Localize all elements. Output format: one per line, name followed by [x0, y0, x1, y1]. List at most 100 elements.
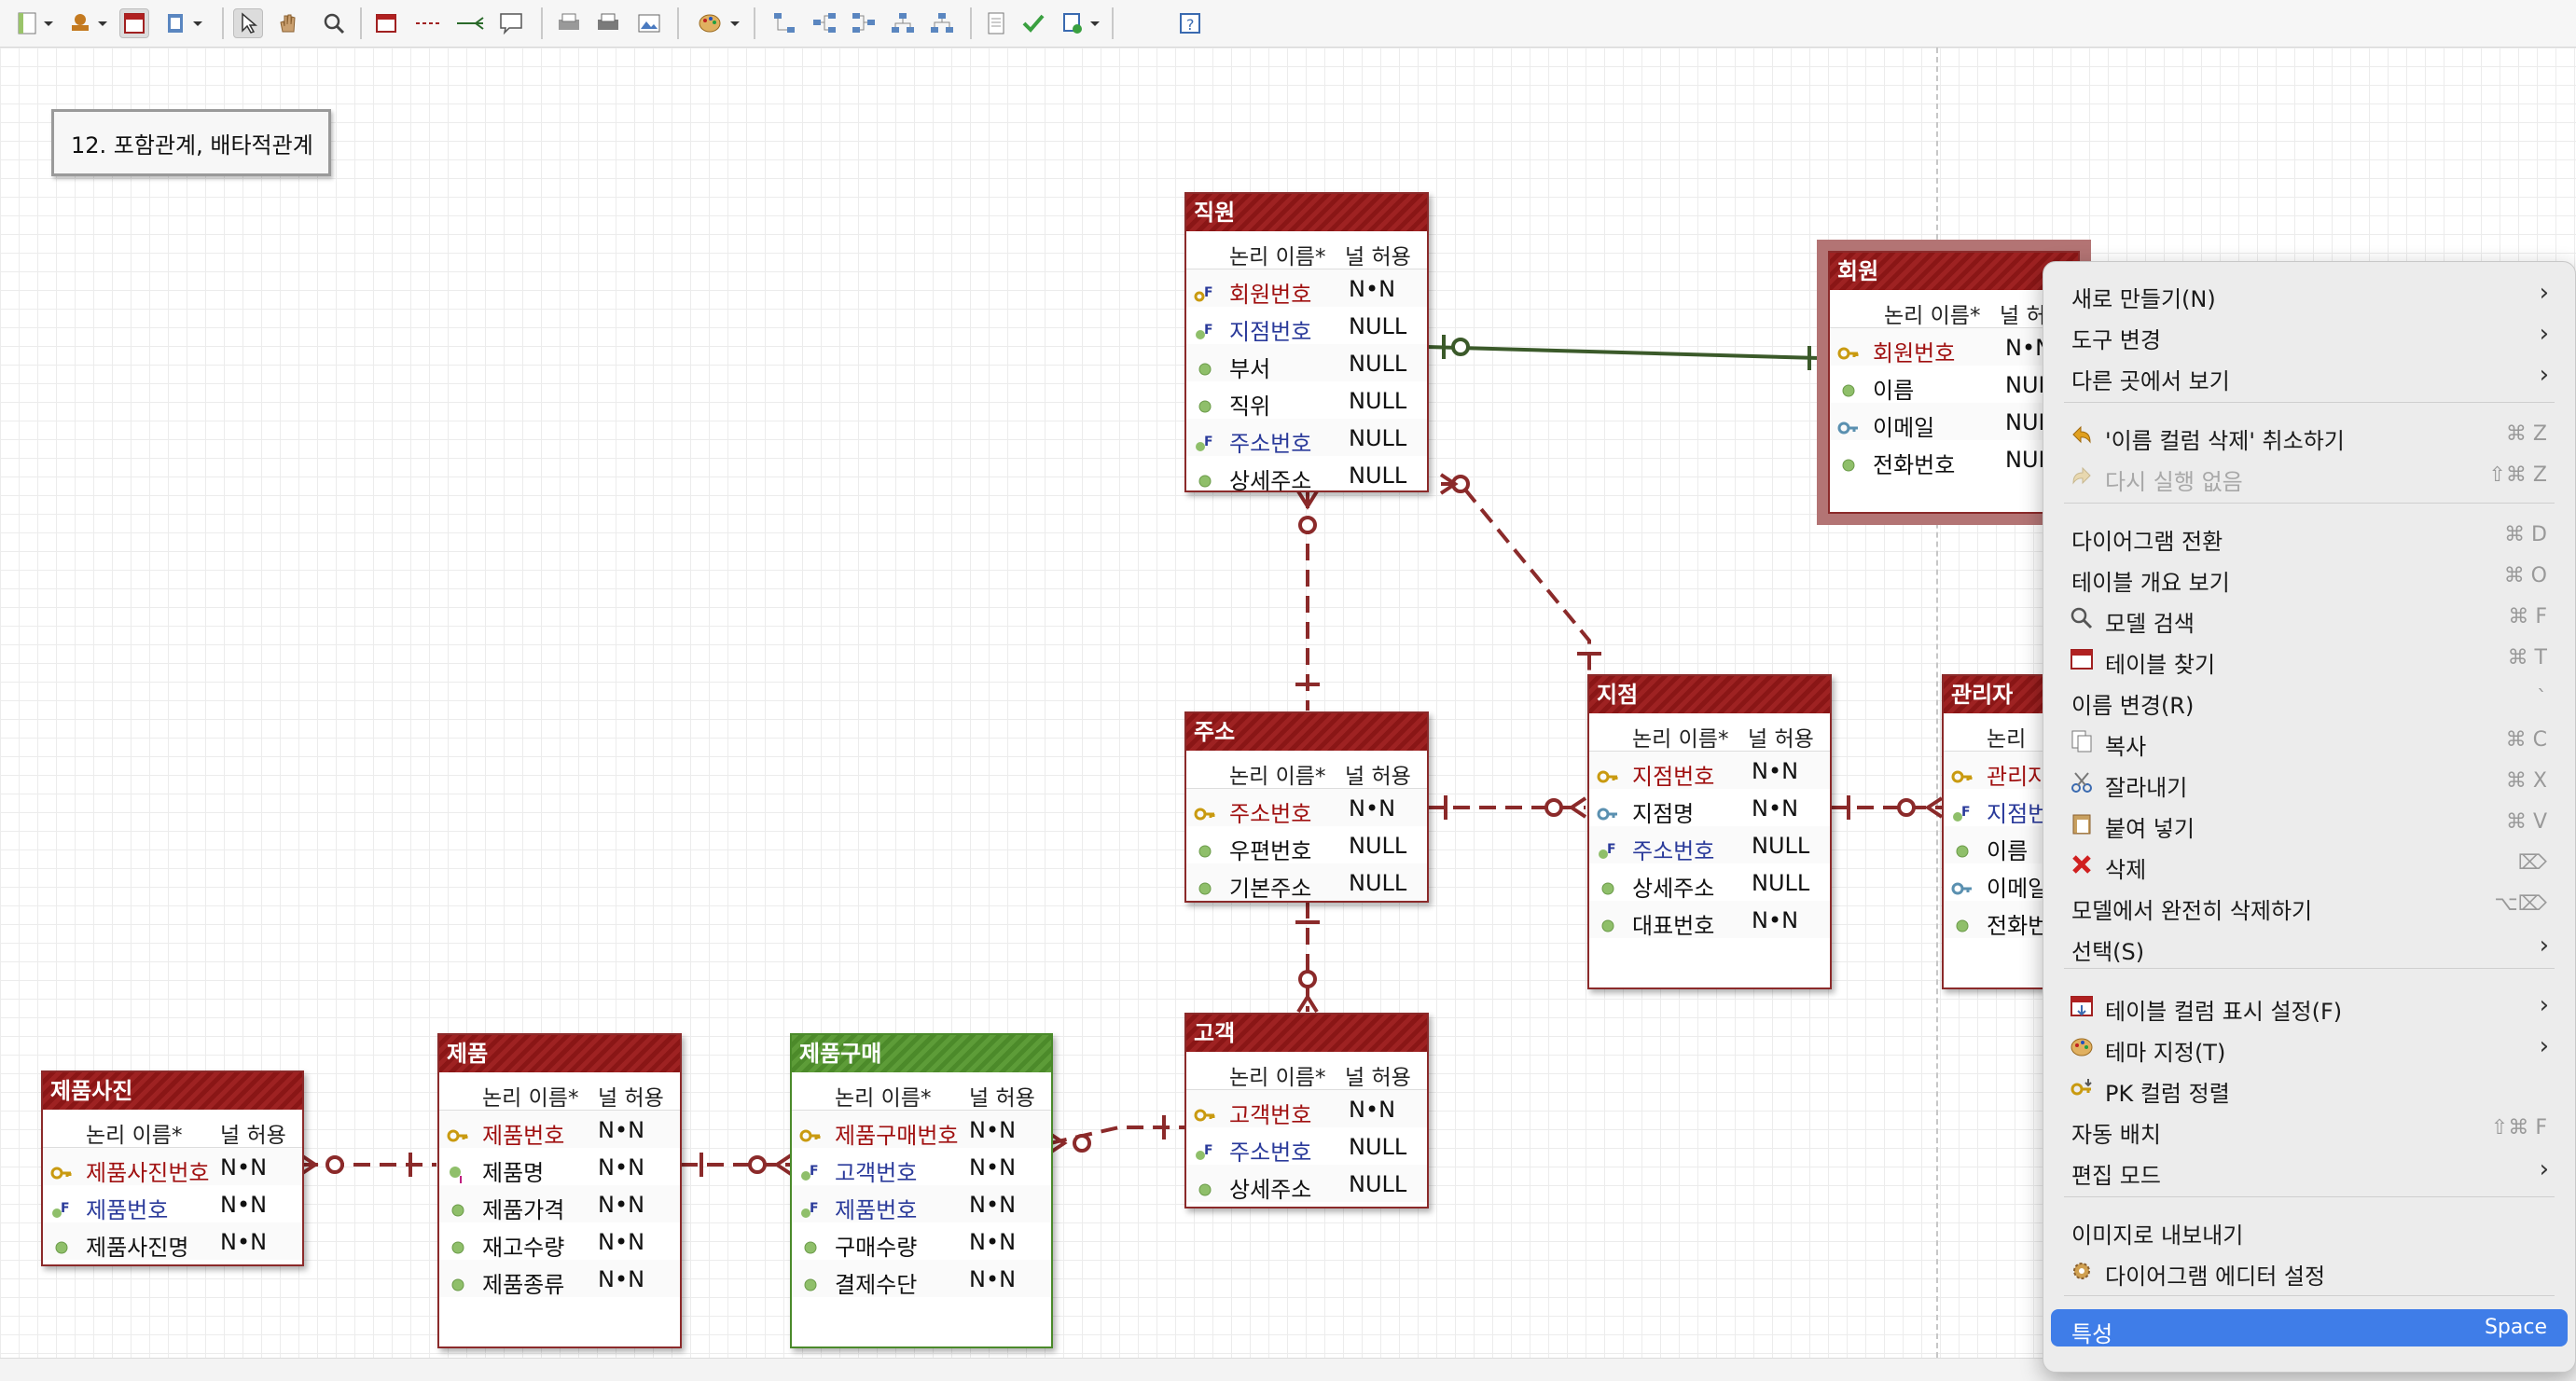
entity-row[interactable]: 이름	[1944, 826, 2043, 864]
relation-arrow-icon[interactable]	[455, 8, 485, 38]
menu-item-23[interactable]: 다이어그램 에디터 설정	[2051, 1251, 2568, 1290]
menu-item-6[interactable]: 다이어그램 전환⌘ D	[2051, 517, 2568, 555]
hand-icon[interactable]	[272, 8, 302, 38]
dropdown-arrow[interactable]	[727, 8, 742, 38]
entity-title[interactable]: 직원	[1186, 194, 1427, 231]
layout-3-icon[interactable]	[849, 8, 879, 38]
entity-title[interactable]: 제품구매	[792, 1035, 1051, 1072]
menu-item-14[interactable]: 삭제⌦	[2051, 845, 2568, 883]
document-icon[interactable]	[981, 8, 1011, 38]
menu-item-18[interactable]: 테마 지정(T)›	[2051, 1028, 2568, 1066]
menu-item-22[interactable]: 이미지로 내보내기	[2051, 1210, 2568, 1249]
menu-item-17[interactable]: 테이블 컬럼 표시 설정(F)›	[2051, 987, 2568, 1025]
theme-palette-icon[interactable]	[696, 8, 726, 38]
new-table-icon[interactable]	[371, 8, 401, 38]
menu-item-19[interactable]: PK 컬럼 정렬	[2051, 1069, 2568, 1107]
entity-row[interactable]: 관리자	[1944, 752, 2048, 790]
entity-title[interactable]: 제품사진	[43, 1072, 302, 1110]
menu-item-2[interactable]: 도구 변경›	[2051, 315, 2568, 353]
print-preview-icon[interactable]	[554, 8, 584, 38]
print-icon[interactable]	[593, 8, 623, 38]
entity-title[interactable]: 제품	[439, 1035, 680, 1072]
menu-item-13[interactable]: 붙여 넣기⌘ V	[2051, 804, 2568, 842]
entity-title[interactable]: 회원	[1830, 253, 2078, 290]
clipboard-icon[interactable]	[160, 8, 190, 38]
comment-icon[interactable]	[496, 8, 526, 38]
dropdown-arrow[interactable]	[1087, 8, 1102, 38]
menu-item-1[interactable]: 새로 만들기(N)›	[2051, 274, 2568, 312]
layout-2-icon[interactable]	[810, 8, 839, 38]
dropdown-arrow[interactable]	[95, 8, 110, 38]
dropdown-arrow[interactable]	[190, 8, 205, 38]
menu-item-16[interactable]: 선택(S)›	[2051, 927, 2568, 965]
zoom-icon[interactable]	[319, 8, 349, 38]
help-icon[interactable]: ?	[1175, 8, 1205, 38]
entity-row[interactable]: 전화번	[1944, 901, 2048, 939]
menu-item-5[interactable]: 다시 실행 없음⇧⌘ Z	[2051, 457, 2568, 495]
menu-item-20[interactable]: 자동 배치⇧⌘ F	[2051, 1110, 2568, 1148]
menu-item-12[interactable]: 잘라내기⌘ X	[2051, 763, 2568, 801]
export-icon[interactable]	[1058, 8, 1087, 38]
menu-item-7[interactable]: 테이블 개요 보기⌘ O	[2051, 558, 2568, 596]
diagram-note[interactable]: 12. 포함관계, 배타적관계	[51, 109, 331, 176]
entity-title[interactable]: 주소	[1186, 713, 1427, 751]
new-diagram-icon[interactable]	[13, 8, 43, 38]
menu-item-21[interactable]: 편집 모드›	[2051, 1151, 2568, 1189]
dropdown-arrow[interactable]	[41, 8, 56, 38]
entity-row[interactable]: 이메일	[1944, 863, 2048, 902]
menu-item-4[interactable]: '이름 컬럼 삭제' 취소하기⌘ Z	[2051, 416, 2568, 454]
stamp-icon[interactable]	[65, 8, 95, 38]
menu-item-9[interactable]: 테이블 찾기⌘ T	[2051, 640, 2568, 678]
layout-1-icon[interactable]	[770, 8, 800, 38]
relation-icon[interactable]	[414, 8, 444, 38]
menu-item-8[interactable]: 모델 검색⌘ F	[2051, 599, 2568, 637]
select-pointer-icon[interactable]	[233, 8, 263, 38]
layout-4-icon[interactable]	[888, 8, 918, 38]
menu-item-10[interactable]: 이름 변경(R)`	[2051, 681, 2568, 719]
entity-title[interactable]: 고객	[1186, 1015, 1427, 1052]
entity-title[interactable]: 지점	[1589, 676, 1830, 713]
